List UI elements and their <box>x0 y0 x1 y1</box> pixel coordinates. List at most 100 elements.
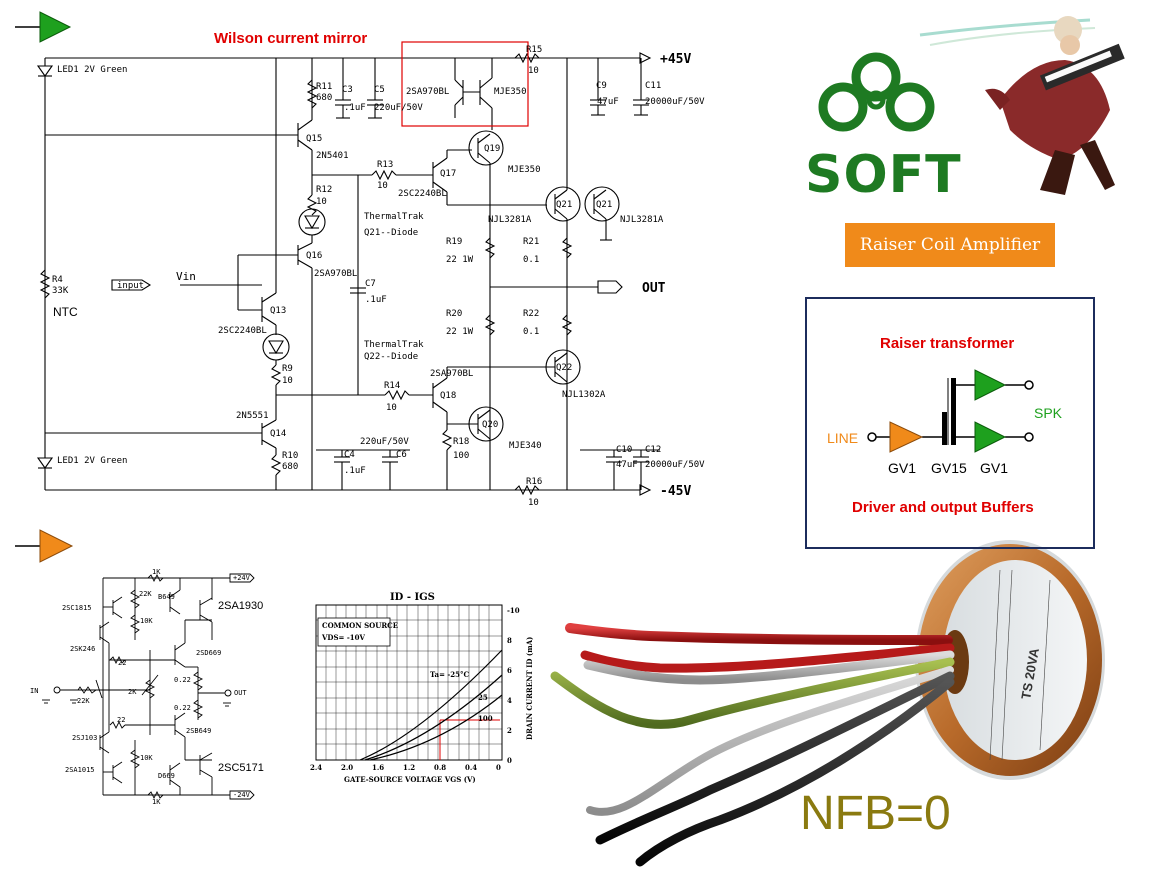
small-schematic <box>42 573 255 800</box>
label-r21: R21 <box>523 237 539 247</box>
label-q14: Q14 <box>270 429 286 439</box>
curve-100 <box>369 694 503 761</box>
label-q20p: MJE340 <box>509 441 542 451</box>
ss-2sb649: 2SB649 <box>186 727 211 735</box>
label-q22: Q22 <box>556 363 572 373</box>
graph-xlabel: GATE-SOURCE VOLTAGE VGS (V) <box>344 775 476 784</box>
graph-ytick: 0 <box>507 756 512 765</box>
label-led1a: LED1 2V Green <box>57 65 127 75</box>
main-schematic <box>36 41 660 496</box>
label-c5v: 220uF/50V <box>374 103 423 113</box>
graph-ytick: 6 <box>507 666 512 675</box>
output-buffer-top-icon <box>974 369 1007 401</box>
box-gv-left: GV1 <box>888 460 916 476</box>
label-r20: R20 <box>446 309 462 319</box>
label-q13p: 2SC2240BL <box>218 326 267 336</box>
graph-xtick: 2.4 <box>310 763 322 772</box>
label-q13: Q13 <box>270 306 286 316</box>
label-c11v: 20000uF/50V <box>645 97 705 107</box>
ss-2sj103: 2SJ103 <box>72 734 97 742</box>
label-c12v: 20000uF/50V <box>645 460 705 470</box>
label-q21pb: NJL3281A <box>620 215 664 225</box>
small-schematic-labels: 1K +24V 2SC1815 22K B649 2SA1930 10K 2SK… <box>30 568 264 806</box>
graph-ytick: 8 <box>507 636 512 645</box>
soft-logo: SOFT <box>805 52 961 205</box>
ss-out: OUT <box>234 689 247 697</box>
secondary-coil <box>951 378 956 445</box>
label-tt1b: Q21--Diode <box>364 228 418 238</box>
label-q17: Q17 <box>440 169 456 179</box>
output-buffer-bottom-icon <box>974 421 1007 453</box>
graph-title: ID - IGS <box>390 592 435 603</box>
label-c7v: .1uF <box>365 295 387 305</box>
graph-yticks: -10 8 6 4 2 0 <box>507 606 520 765</box>
green-amp-icon <box>15 11 72 43</box>
ss-2k: 2K <box>128 688 137 696</box>
graph-ytick: 4 <box>507 696 512 705</box>
label-c5: C5 <box>374 85 385 95</box>
label-q21: Q21 <box>556 200 572 210</box>
label-r11: R11 <box>316 82 332 92</box>
label-c9: C9 <box>596 81 607 91</box>
ss-2sa1930: 2SA1930 <box>218 600 263 612</box>
label-tt1: ThermalTrak <box>364 212 424 222</box>
ss-2sa1015: 2SA1015 <box>65 766 95 774</box>
label-q20: Q20 <box>482 420 498 430</box>
label-r9v: 10 <box>282 376 293 386</box>
label-r19: R19 <box>446 237 462 247</box>
label-r19v: 22 1W <box>446 255 474 265</box>
graph-c25: 25 <box>478 693 488 702</box>
graph-box1: COMMON SOURCE <box>322 621 398 630</box>
label-q15: Q15 <box>306 134 322 144</box>
ss-022-b: 0.22 <box>174 704 191 712</box>
ss-22k-a: 22K <box>139 590 152 598</box>
label-c11: C11 <box>645 81 661 91</box>
graph-ta: Ta= -25°C <box>430 670 470 679</box>
label-q15p: 2N5401 <box>316 151 349 161</box>
label-tt2: ThermalTrak <box>364 340 424 350</box>
label-c4: C4 <box>344 450 355 460</box>
graph-ytick: -10 <box>507 606 520 615</box>
ss-1k-bot: 1K <box>152 798 161 806</box>
nfb-label: NFB=0 <box>800 787 951 840</box>
ss-2sk246: 2SK246 <box>70 645 95 653</box>
ss-10k-a: 10K <box>140 617 153 625</box>
ss-022-a: 0.22 <box>174 676 191 684</box>
label-c3v: .1uF <box>344 103 366 113</box>
graph-xtick: 0.4 <box>465 763 477 772</box>
label-r16v: 10 <box>528 498 539 508</box>
label-led1b: LED1 2V Green <box>57 456 127 466</box>
transformer-box-frame <box>805 297 1095 549</box>
ss-2sd669: 2SD669 <box>196 649 221 657</box>
label-r22: R22 <box>523 309 539 319</box>
label-c4v: .1uF <box>344 466 366 476</box>
ss-v24p: +24V <box>233 574 251 582</box>
ss-d669: D669 <box>158 772 175 780</box>
box-gv-mid: GV15 <box>931 460 967 476</box>
graph-ylabel: DRAIN CURRENT ID (mA) <box>525 637 534 740</box>
label-r13v: 10 <box>377 181 388 191</box>
label-r22v: 0.1 <box>523 327 539 337</box>
label-r18v: 100 <box>453 451 469 461</box>
label-c7: C7 <box>365 279 376 289</box>
ss-1k-top: 1K <box>152 568 161 576</box>
label-r14v: 10 <box>386 403 397 413</box>
label-c9v: 47uF <box>597 97 619 107</box>
box-title: Raiser transformer <box>880 335 1014 352</box>
box-footer: Driver and output Buffers <box>852 499 1034 516</box>
transformer-box-diagram: Raiser transformer Driver and output Buf… <box>827 335 1063 516</box>
label-q21b: Q21 <box>596 200 612 210</box>
primary-coil <box>942 412 947 445</box>
graph-ytick: 2 <box>507 726 512 735</box>
graph-xtick: 0.8 <box>434 763 446 772</box>
graph-curves <box>359 649 503 761</box>
transfer-graph: ID - IGS COMMON SOURCE VDS= -10V Ta= -25… <box>310 592 534 784</box>
label-q16p: 2SA970BL <box>314 269 357 279</box>
ss-v24n: -24V <box>233 791 251 799</box>
ss-2sc5171: 2SC5171 <box>218 762 264 774</box>
box-spk-label: SPK <box>1034 405 1063 421</box>
curve-cold <box>359 649 503 761</box>
wilson-title: Wilson current mirror <box>214 30 367 47</box>
label-r11v: 680 <box>316 93 332 103</box>
